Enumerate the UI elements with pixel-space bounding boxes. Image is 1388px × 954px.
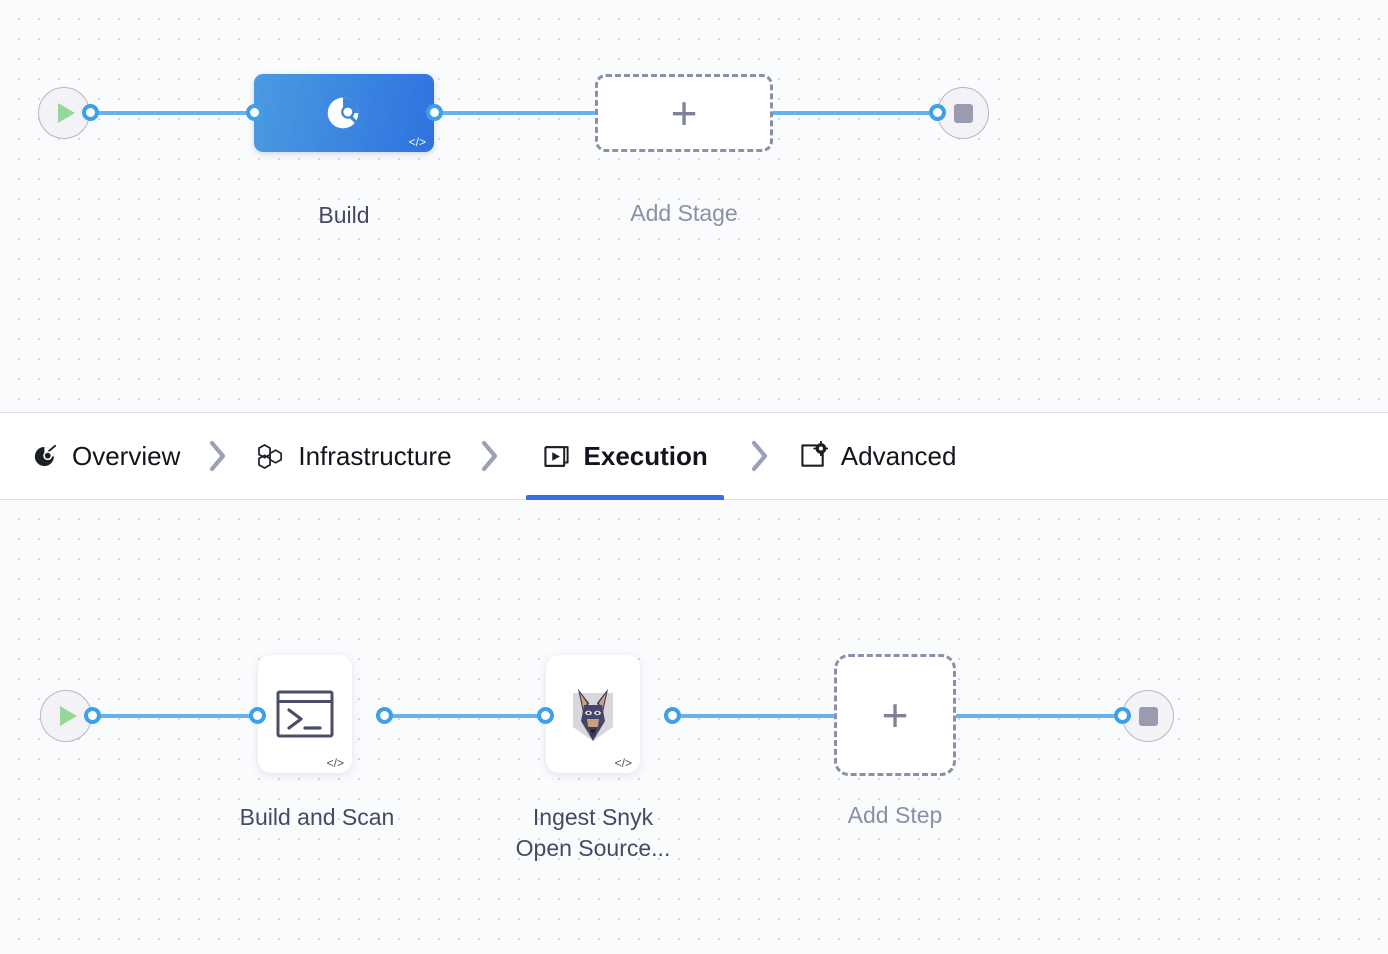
snyk-code-badge[interactable]: </> xyxy=(614,756,632,770)
plus-icon: + xyxy=(670,87,698,139)
snyk-doberman-icon xyxy=(561,681,625,747)
play-icon xyxy=(58,103,75,123)
port-end-in[interactable] xyxy=(929,104,946,121)
plus-icon: + xyxy=(881,689,909,741)
add-stage-button[interactable]: + xyxy=(595,74,773,152)
build-donut-icon xyxy=(321,90,367,136)
port-snyk-in[interactable] xyxy=(537,707,554,724)
stage-canvas[interactable]: </> Build + Add Stage xyxy=(0,0,1388,412)
step-node-build-and-scan[interactable]: </> xyxy=(258,655,352,773)
port-buildscan-in[interactable] xyxy=(249,707,266,724)
stop-icon xyxy=(953,103,973,123)
chevron-right-icon-2 xyxy=(454,439,526,473)
port-snyk-out[interactable] xyxy=(664,707,681,724)
terminal-icon xyxy=(274,687,336,741)
port-exec-end-in[interactable] xyxy=(1114,707,1131,724)
step-caption-ingest-snyk: Ingest Snyk Open Source... xyxy=(515,804,671,862)
add-step-button[interactable]: + xyxy=(834,654,956,776)
execution-end-node[interactable] xyxy=(1122,690,1174,742)
wire-start-to-buildscan xyxy=(90,714,265,718)
step-caption-build-and-scan: Build and Scan xyxy=(239,804,395,830)
build-and-scan-code-badge[interactable]: </> xyxy=(326,756,344,770)
wire-buildscan-to-snyk xyxy=(378,714,553,718)
wire-build-to-addstage xyxy=(428,111,608,115)
port-exec-start-out[interactable] xyxy=(84,707,101,724)
gear-panel-icon xyxy=(798,441,828,471)
tab-execution-label: Execution xyxy=(583,440,708,471)
execution-start-node[interactable] xyxy=(40,690,92,742)
play-square-icon xyxy=(542,442,571,471)
port-start-out[interactable] xyxy=(82,104,99,121)
step-node-ingest-snyk-open-source[interactable]: </> xyxy=(546,655,640,773)
add-stage-caption: Add Stage xyxy=(630,200,738,226)
pipeline-start-node[interactable] xyxy=(38,87,90,139)
wire-start-to-build xyxy=(88,111,263,115)
port-buildscan-out[interactable] xyxy=(376,707,393,724)
tab-infrastructure-label: Infrastructure xyxy=(298,440,452,471)
tab-execution[interactable]: Execution xyxy=(525,412,725,500)
tab-advanced-label: Advanced xyxy=(840,440,957,471)
play-icon xyxy=(60,706,77,726)
execution-step-canvas[interactable]: </> Build and Scan xyxy=(0,500,1388,954)
wire-addstep-to-end xyxy=(955,714,1130,718)
stage-node-build[interactable]: </> xyxy=(254,74,434,152)
tab-advanced[interactable]: Advanced xyxy=(796,412,959,500)
chevron-right-icon-1 xyxy=(182,439,254,473)
add-step-caption: Add Step xyxy=(847,802,943,828)
hexagon-cluster-icon xyxy=(256,442,285,471)
stage-caption-build: Build xyxy=(318,202,370,228)
build-code-badge[interactable]: </> xyxy=(408,135,426,149)
wire-snyk-to-addstep xyxy=(666,714,844,718)
port-build-in[interactable] xyxy=(246,104,263,121)
port-build-out[interactable] xyxy=(426,104,443,121)
stage-config-tab-bar[interactable]: Overview Infrastructure Exec xyxy=(0,412,1388,500)
tab-infrastructure[interactable]: Infrastructure xyxy=(254,412,453,500)
stop-icon xyxy=(1138,706,1158,726)
chevron-right-icon-3 xyxy=(724,439,796,473)
overview-donut-icon xyxy=(32,443,59,470)
tab-overview[interactable]: Overview xyxy=(30,412,182,500)
wire-addstage-to-end xyxy=(765,111,945,115)
tab-overview-label: Overview xyxy=(72,440,181,471)
